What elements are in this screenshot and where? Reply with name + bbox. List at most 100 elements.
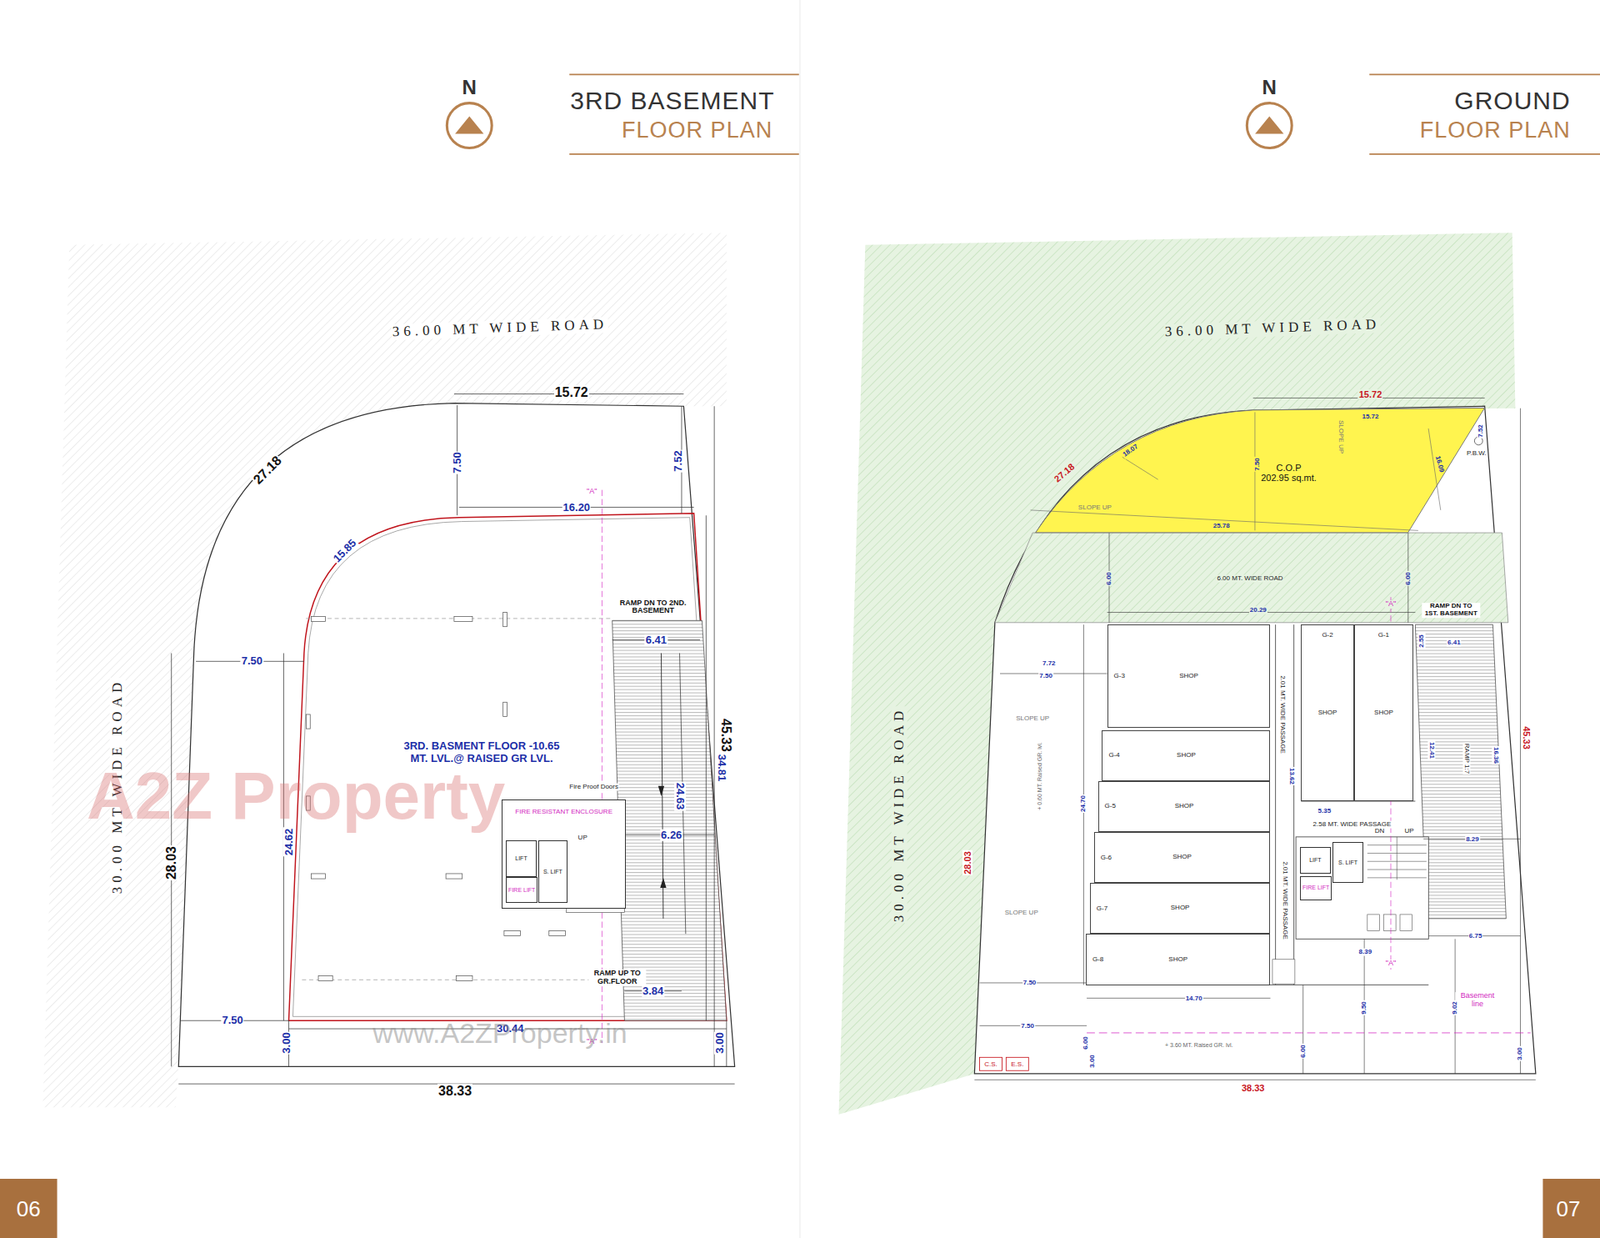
plan-label: 2.01 MT. WIDE PASSAGE [1279, 674, 1287, 755]
plan-label: 6.00 MT. WIDE ROAD [1215, 575, 1284, 583]
plan-label: RAMP 1:7 [1462, 742, 1470, 775]
plan-label: FLOOR PLAN [1419, 118, 1572, 144]
plan-label: 07 [1555, 1195, 1582, 1220]
node-text: SHOP [1176, 751, 1196, 760]
lift-box: LIFT [505, 840, 537, 877]
plan-label: 34.81 [715, 753, 728, 783]
plan-label: G-6 [1100, 853, 1113, 861]
plan-label: 7.50 [221, 1014, 245, 1026]
plan-label: G-8 [1091, 955, 1105, 964]
plan-label: G-7 [1095, 904, 1109, 912]
plan-label: Fire Proof Doors [568, 783, 620, 791]
plan-label: "A" [1385, 600, 1397, 609]
plan-label: 13.62 [1288, 766, 1296, 785]
plan-label: 45.33 [1521, 725, 1532, 751]
plan-label: 3.00 [280, 1031, 293, 1055]
plan-label: C.S. [983, 1060, 999, 1069]
plan-label: 8.39 [1358, 948, 1374, 956]
plan-label: N [1261, 76, 1278, 99]
node-text: FIRE LIFT [1302, 884, 1330, 891]
plan-label: G-4 [1107, 751, 1120, 760]
node-text: SHOP [1175, 802, 1195, 810]
plan-label: 15.72 [1358, 389, 1384, 400]
plan-label: 7.50 [240, 655, 264, 667]
plan-label: 7.50 [1038, 671, 1054, 680]
plan-label: G-2 [1320, 630, 1334, 639]
plan-label: + 0.60 MT. Raised GR. lvl. [1036, 740, 1044, 811]
plan-label: N [461, 76, 478, 99]
enclosure-box: FIRE RESISTANT ENCLOSURE LIFT S. LIFTFIRE … [501, 799, 625, 909]
node-text: C.O.P [1260, 462, 1317, 473]
plan-label: 24.63 [673, 781, 685, 811]
service-lift-box: S. LIFT [1332, 841, 1364, 883]
plan-label: 6.41 [1446, 639, 1462, 647]
plan-label: UP [577, 834, 589, 842]
plan-label: SLOPE UP [1004, 908, 1040, 916]
plan-label: 06 [15, 1195, 42, 1220]
plan-label: 38.33 [1240, 1082, 1266, 1093]
node-text: SHOP [1172, 853, 1192, 861]
plan-label: 7.50 [450, 450, 463, 474]
plan-label: SLOPE UP [1077, 503, 1113, 511]
node-text: LIFT [515, 855, 527, 862]
plan-label: GROUND [1453, 86, 1571, 115]
plan-label: 6.41 [645, 634, 668, 646]
plan-label: "A" [585, 487, 598, 496]
plan-label: 6.75 [1468, 931, 1484, 940]
plan-label: SLOPE UP [1015, 715, 1050, 723]
plan-label: 16.36 [1492, 745, 1500, 765]
fire-lift-box: FIRE LIFT [505, 876, 538, 904]
shop-box: SHOP [1354, 624, 1414, 801]
plan-label: + 3.60 MT. Raised GR. lvl. [1164, 1041, 1235, 1049]
plan-label: 3.00 [1516, 1045, 1525, 1061]
node-text: SHOP [1374, 709, 1394, 717]
plan-label: 24.70 [1080, 794, 1088, 813]
plan-label: 6.00 [1404, 570, 1412, 586]
plan-label: 12.41 [1428, 740, 1436, 760]
plan-label: 2.01 MT. WIDE PASSAGE [1280, 860, 1289, 940]
plan-label: RAMP DN TO 2ND. BASEMENT [616, 599, 690, 616]
plan-label: DN [1374, 826, 1386, 835]
lift-box: LIFT [1300, 846, 1331, 874]
shop-box: SHOP [1085, 933, 1271, 985]
plan-label: 2.55 [1417, 633, 1425, 649]
node-text: SHOP [1170, 904, 1190, 912]
plan-label: Basement line [1455, 991, 1500, 1009]
node-text: LIFT [1309, 856, 1321, 864]
plan-label: 6.26 [660, 828, 683, 840]
plan-label: P.B.W. [1465, 449, 1487, 457]
node-text: SHOP [1179, 672, 1199, 680]
service-lift-box: S. LIFT [538, 840, 567, 904]
plan-label: "A" [1385, 959, 1397, 968]
plan-label: 14.70 [1185, 994, 1204, 1002]
basement-plan [42, 232, 735, 1107]
plan-label: 15.72 [554, 385, 590, 401]
node-text: SHOP [1168, 955, 1188, 964]
shop-box: SHOP [1090, 882, 1271, 934]
ground-plan [839, 232, 1536, 1115]
plan-label: 3.00 [1089, 1054, 1097, 1070]
node-text: 202.95 sq.mt. [1260, 472, 1317, 483]
shop-box: SHOP [1107, 624, 1271, 728]
plan-label: 3.84 [641, 985, 665, 997]
plan-label: 7.50 [1020, 1021, 1035, 1030]
plan-label: 7.52 [1476, 423, 1485, 439]
node-text: FIRE RESISTANT ENCLOSURE [502, 800, 625, 816]
plan-label: 38.33 [437, 1083, 473, 1099]
watermark: A2Z Property [85, 759, 506, 833]
node-text: SHOP [1318, 709, 1338, 717]
shop-box: SHOP [1098, 780, 1271, 832]
plan-label: 3.00 [714, 1031, 726, 1055]
plan-label: 16.20 [562, 500, 592, 513]
shop-box: SHOP [1101, 730, 1270, 781]
plan-label: 7.50 [1022, 979, 1038, 987]
plan-label: G-3 [1113, 671, 1126, 680]
node-text: S. LIFT [1338, 859, 1358, 866]
plan-label: 9.02 [1451, 1000, 1460, 1015]
plan-label: 9.50 [1360, 1000, 1369, 1015]
plan-label: 7.50 [1253, 456, 1261, 472]
plan-label: 7.52 [672, 450, 685, 473]
plan-label: 28.03 [164, 845, 180, 880]
shop-box: SHOP [1300, 624, 1355, 801]
